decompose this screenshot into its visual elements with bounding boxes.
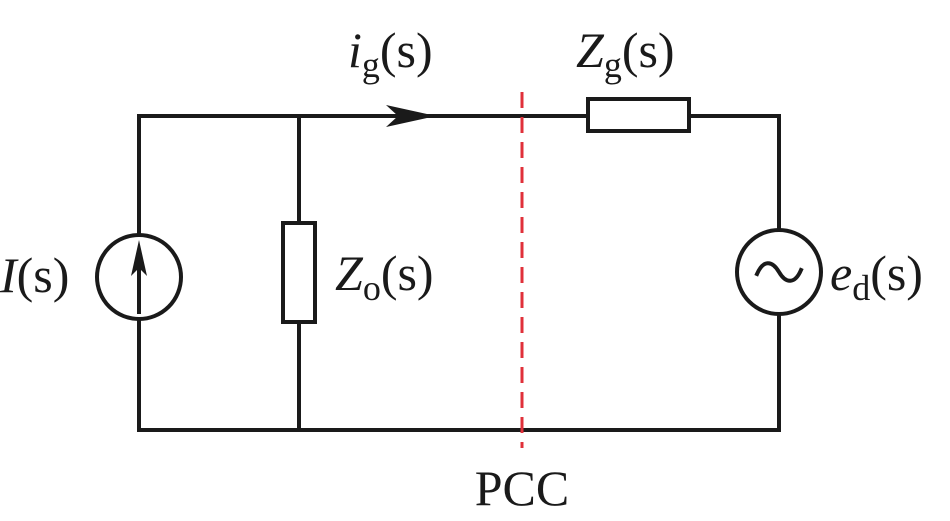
current-direction-arrow-icon [386,105,436,127]
zg-label: Zg(s) [576,22,675,85]
ed-label: ed(s) [830,245,923,308]
ig-label: ig(s) [348,22,433,85]
pcc-label: PCC [475,460,570,516]
current-source-arrowhead-icon [131,240,147,276]
zg-impedance-box [586,97,691,133]
wires [137,114,781,432]
zo-impedance-box [281,221,317,324]
voltage-source [735,228,823,316]
zo-label: Zo(s) [335,245,434,308]
ac-wave-icon [754,261,804,283]
source-label: I(s) [0,247,69,303]
current-source [95,233,183,321]
